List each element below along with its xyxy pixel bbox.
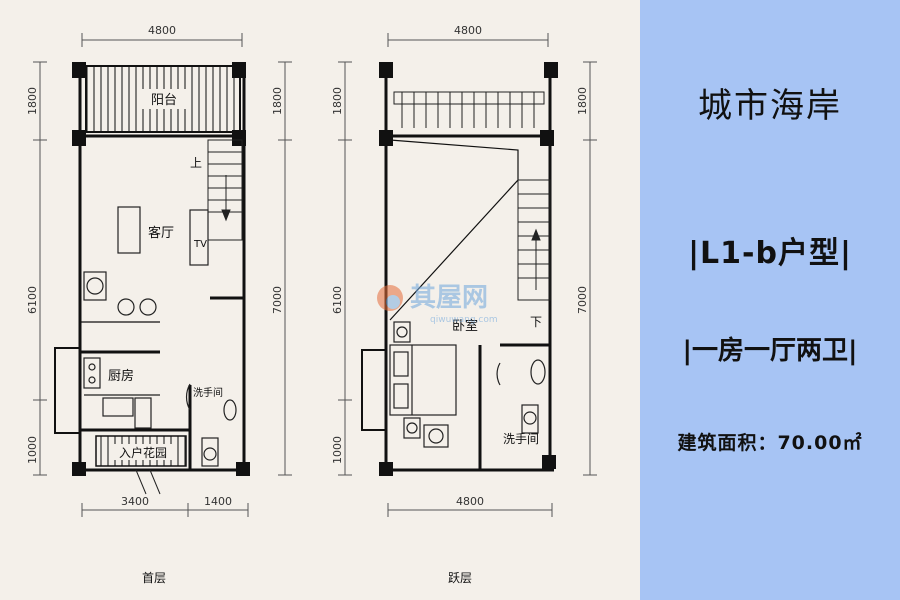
ground-tv-label: TV [193,239,207,250]
loft-bedroom-label: 卧室 [452,318,478,334]
loft-dimensions [338,33,597,517]
building-area: 建筑面积：70.00㎡ [677,432,863,454]
loft-dim-left-upper: 1800 [331,87,344,115]
ground-balcony-label: 阳台 [151,93,177,108]
project-name: 城市海岸 [698,86,842,126]
ground-living-label: 客厅 [148,225,174,241]
ground-dim-bottom-left: 3400 [121,495,149,508]
loft-columns [379,62,558,476]
ground-dim-right-lower: 7000 [271,286,284,314]
unit-type: |L1-b户型| [688,236,852,271]
loft-stair-down-label: 下 [530,315,542,329]
loft-floor-plan: 4800 1800 6100 1000 1800 7000 4800 [331,24,597,585]
ground-kitchen-fixtures [83,357,160,429]
ground-columns [72,62,250,476]
loft-bath-label: 洗手间 [503,432,539,446]
unit-info-panel: 城市海岸 |L1-b户型| |一房一厅两卫| 建筑面积：70.00㎡ [640,0,900,600]
ground-entry-garden-label: 入户花园 [119,445,167,460]
loft-dim-left-lower: 1000 [331,436,344,464]
ground-bath-fixtures [185,383,237,467]
ground-floor-plan: 4800 1800 6100 1000 1800 7000 3400 1400 … [26,24,292,585]
loft-dim-left-mid: 6100 [331,286,344,314]
watermark: 其屋网 qiwuwang.com [377,283,498,325]
loft-bath-fixtures [496,359,546,434]
unit-layout: |一房一厅两卫| [682,336,858,366]
ground-dim-right-upper: 1800 [271,87,284,115]
ground-living-furniture [83,206,209,316]
loft-bedroom-furniture [389,321,457,448]
ground-dim-top: 4800 [148,24,176,37]
ground-floor-caption: 首层 [142,571,166,585]
loft-walls [384,62,554,475]
watermark-brand: 其屋网 [410,283,488,313]
loft-dim-top: 4800 [454,24,482,37]
loft-dim-right-lower: 7000 [576,286,589,314]
ground-dim-left-mid: 6100 [26,286,39,314]
loft-stairs [517,179,551,301]
ground-stairs [207,139,243,241]
loft-floor-caption: 跃层 [448,571,472,585]
ground-kitchen-label: 厨房 [108,368,134,384]
ground-dimensions [33,33,292,517]
ground-stair-up-label: 上 [190,156,202,170]
ground-bath-label: 洗手间 [193,386,223,399]
floor-plan-drawing: 4800 1800 6100 1000 1800 7000 3400 1400 … [26,24,597,585]
ground-dim-left-lower: 1000 [26,436,39,464]
loft-railing [393,91,545,128]
ground-dim-bottom-right: 1400 [204,495,232,508]
watermark-url: qiwuwang.com [430,315,498,325]
ground-dim-left-upper: 1800 [26,87,39,115]
floor-plan-area: 4800 1800 6100 1000 1800 7000 3400 1400 … [26,24,597,585]
balcony-label-bg [140,89,188,109]
loft-dim-bottom: 4800 [456,495,484,508]
loft-dim-right-upper: 1800 [576,87,589,115]
